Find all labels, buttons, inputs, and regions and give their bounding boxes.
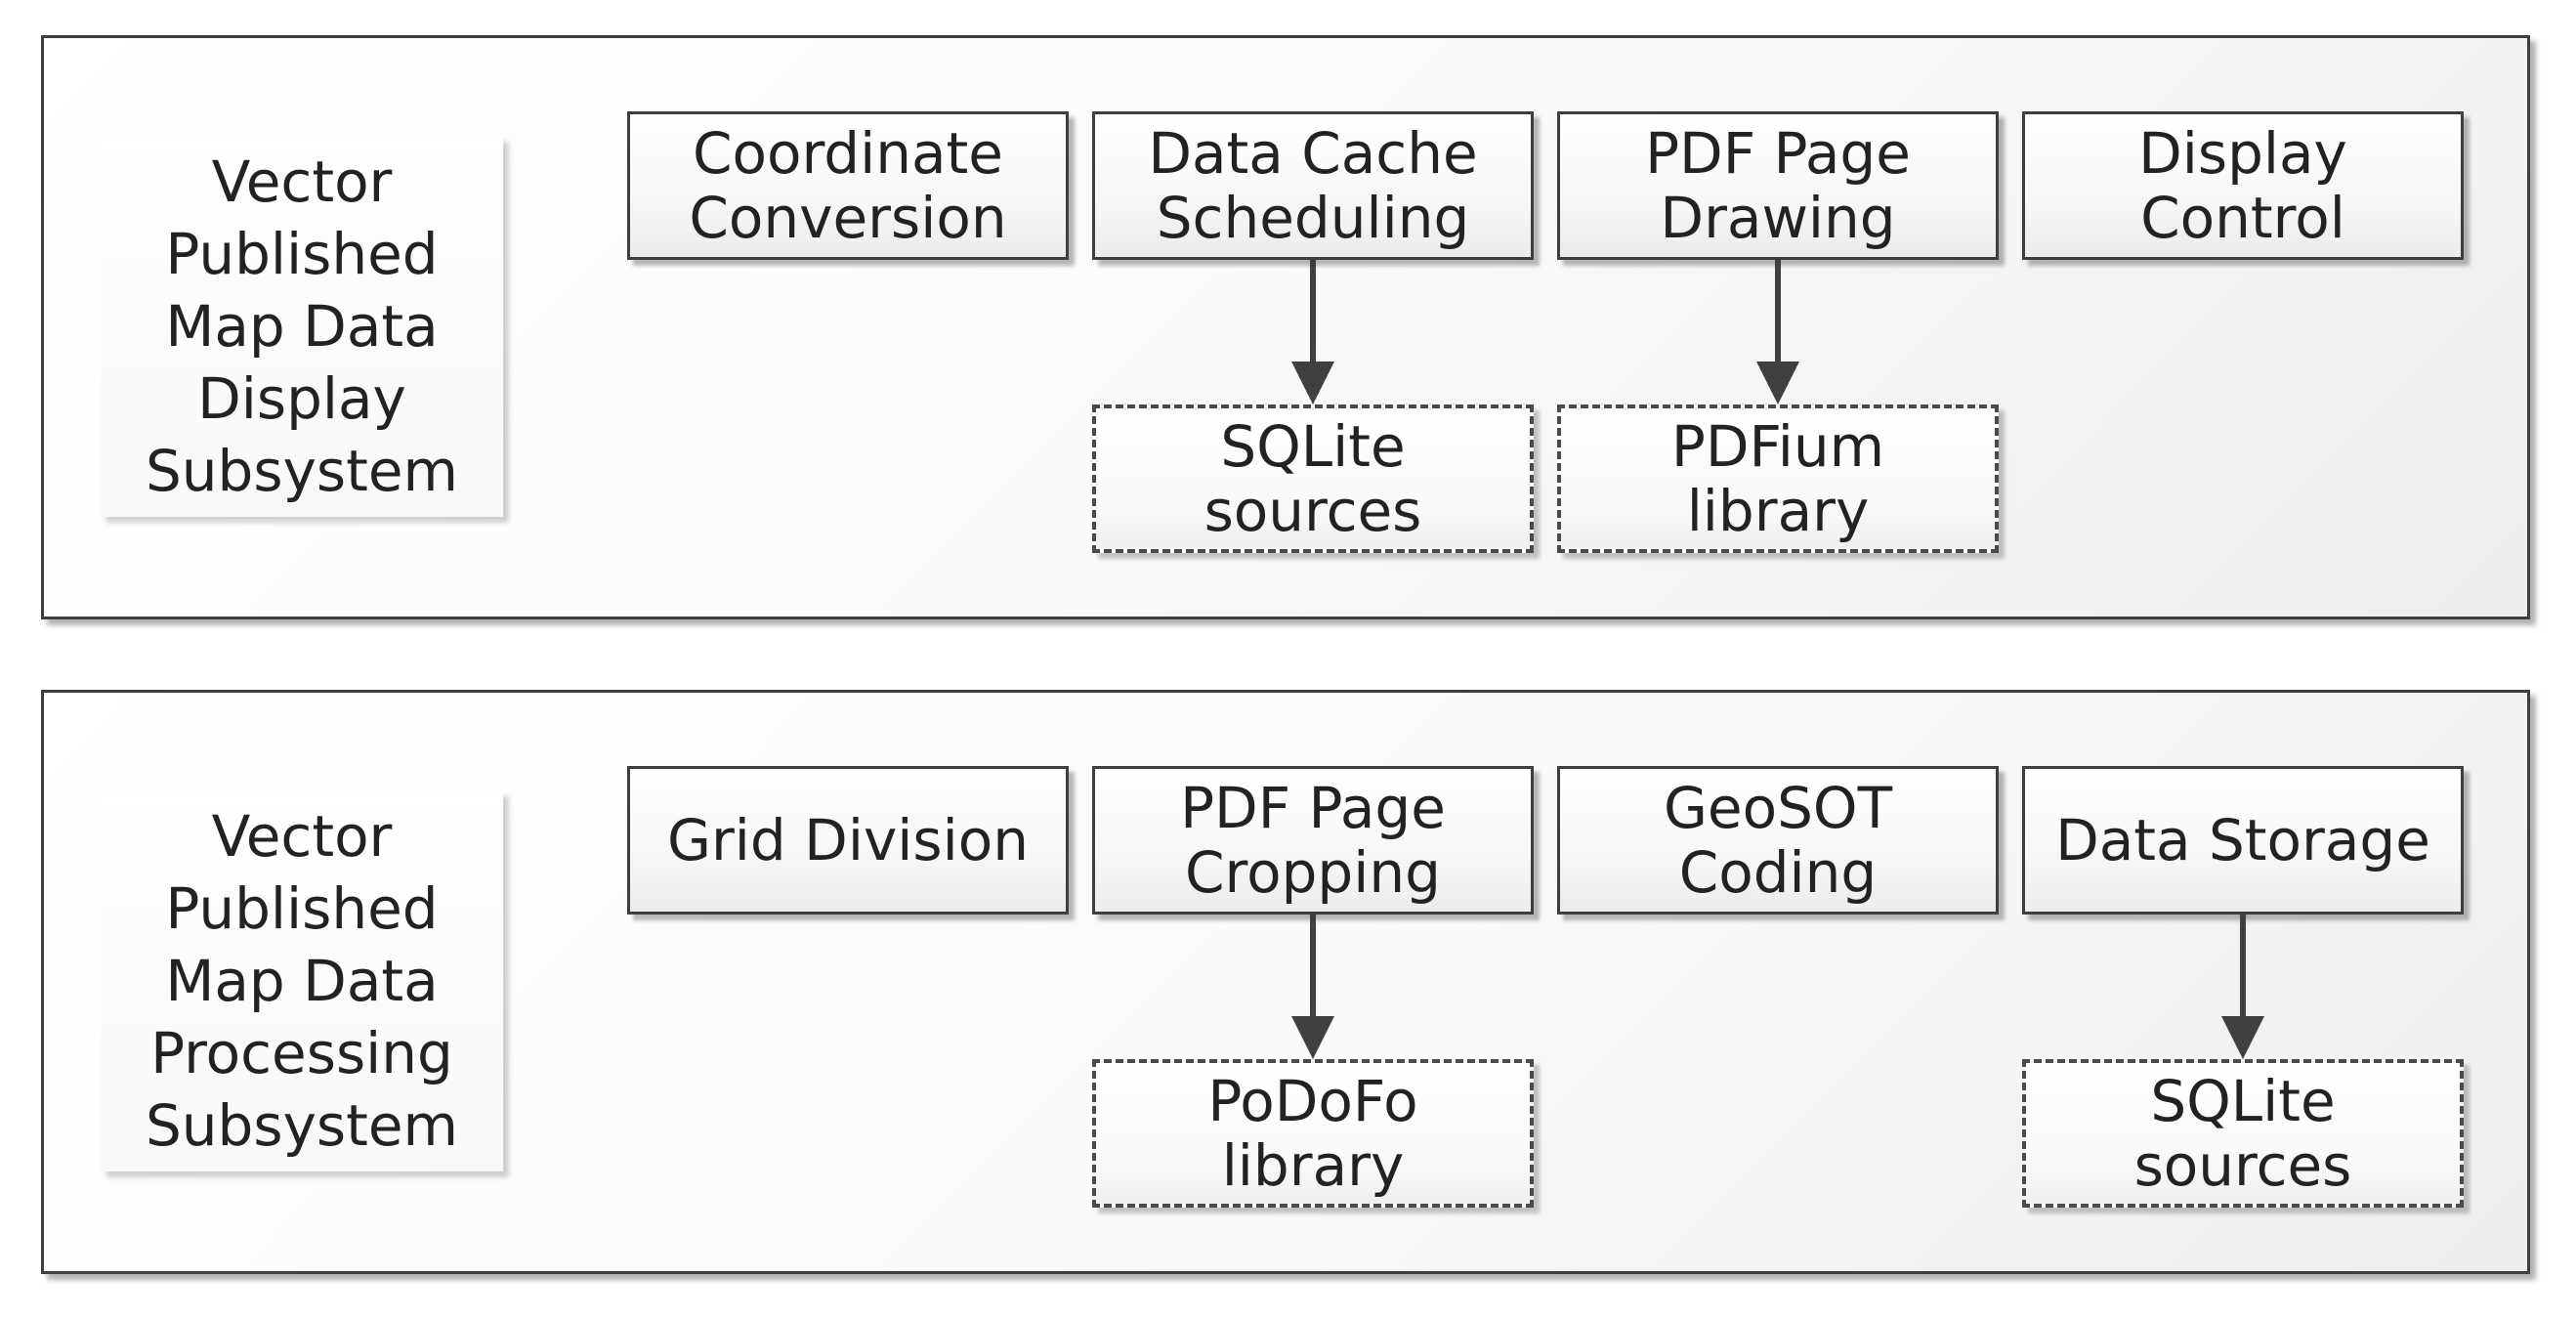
- dependency-label: library: [1221, 1132, 1405, 1199]
- display-subsystem-label: Vector Published Map Data Display Subsys…: [101, 136, 503, 517]
- label-line: Map Data: [165, 293, 439, 360]
- label-line: Published: [165, 221, 439, 287]
- dependency-label: SQLite: [2150, 1068, 2336, 1134]
- arrow-down-icon: [2221, 915, 2264, 1059]
- data-cache-scheduling-module: Data Cache Scheduling: [1092, 111, 1534, 260]
- dependency-label: library: [1686, 478, 1870, 544]
- module-label: Data Storage: [2055, 807, 2430, 873]
- processing-subsystem-label: Vector Published Map Data Processing Sub…: [101, 790, 503, 1171]
- module-label: Coordinate: [693, 120, 1003, 187]
- dependency-label: SQLite: [1220, 413, 1406, 480]
- label-line: Subsystem: [145, 1092, 459, 1159]
- module-label: GeoSOT: [1663, 775, 1892, 841]
- label-line: Processing: [150, 1020, 453, 1086]
- processing-subsystem-panel: Vector Published Map Data Processing Sub…: [41, 690, 2530, 1274]
- coordinate-conversion-module: Coordinate Conversion: [627, 111, 1069, 260]
- pdf-page-drawing-module: PDF Page Drawing: [1557, 111, 1999, 260]
- sqlite-sources-dependency: SQLite sources: [2022, 1059, 2464, 1208]
- label-line: Vector: [211, 149, 393, 215]
- dependency-label: PoDoFo: [1207, 1068, 1418, 1134]
- dependency-label: PDFium: [1670, 413, 1885, 480]
- dependency-label: sources: [2133, 1132, 2352, 1199]
- label-line: Map Data: [165, 948, 439, 1014]
- sqlite-sources-dependency: SQLite sources: [1092, 404, 1534, 553]
- display-subsystem-panel: Vector Published Map Data Display Subsys…: [41, 35, 2530, 619]
- data-storage-module: Data Storage: [2022, 766, 2464, 915]
- display-control-module: Display Control: [2022, 111, 2464, 260]
- module-label: Scheduling: [1156, 185, 1470, 251]
- arrow-down-icon: [1756, 260, 1799, 404]
- dependency-label: sources: [1204, 478, 1422, 544]
- grid-division-module: Grid Division: [627, 766, 1069, 915]
- module-label: Display: [2138, 120, 2347, 187]
- label-line: Subsystem: [145, 438, 459, 504]
- arrow-down-icon: [1291, 915, 1334, 1059]
- geosot-coding-module: GeoSOT Coding: [1557, 766, 1999, 915]
- module-label: Coding: [1678, 839, 1878, 906]
- module-label: Grid Division: [667, 807, 1029, 873]
- module-label: Control: [2140, 185, 2345, 251]
- module-label: Drawing: [1660, 185, 1896, 251]
- arrow-down-icon: [1291, 260, 1334, 404]
- label-line: Published: [165, 875, 439, 942]
- label-line: Display: [197, 365, 406, 432]
- module-label: PDF Page: [1180, 775, 1446, 841]
- label-line: Vector: [211, 803, 393, 870]
- podofo-library-dependency: PoDoFo library: [1092, 1059, 1534, 1208]
- pdf-page-cropping-module: PDF Page Cropping: [1092, 766, 1534, 915]
- pdfium-library-dependency: PDFium library: [1557, 404, 1999, 553]
- module-label: Conversion: [689, 185, 1007, 251]
- module-label: PDF Page: [1645, 120, 1911, 187]
- module-label: Cropping: [1185, 839, 1441, 906]
- module-label: Data Cache: [1148, 120, 1478, 187]
